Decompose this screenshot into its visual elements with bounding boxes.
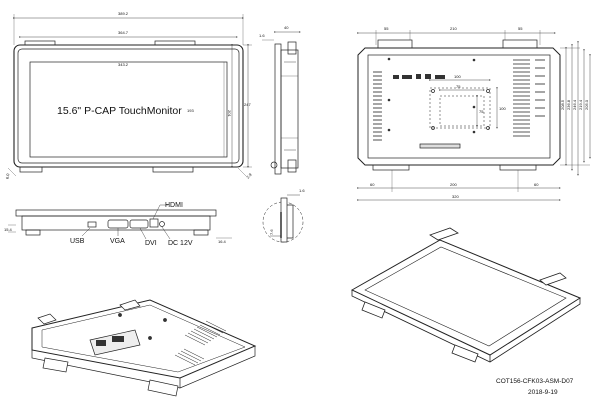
front-view bbox=[7, 14, 252, 177]
label-dc: DC 12V bbox=[168, 240, 193, 247]
label-usb: USB bbox=[70, 238, 85, 245]
dim-bezel-width: 364.7 bbox=[118, 30, 129, 35]
back-dim-top-mid: 210 bbox=[450, 26, 457, 31]
dim-active-width: 343.2 bbox=[118, 62, 129, 67]
isometric-front-view bbox=[350, 227, 582, 363]
label-dvi: DVI bbox=[145, 240, 157, 247]
dim-overall-width: 389.2 bbox=[118, 11, 129, 16]
drawing-code: COT156-CFK03-ASM-D07 bbox=[496, 378, 574, 385]
bottom-dim-left: 15.4 bbox=[4, 227, 13, 232]
back-dim-bottom-overall: 320 bbox=[452, 194, 459, 199]
back-vesa-h: 100 bbox=[454, 74, 461, 79]
back-dim-right-5: 205.0 bbox=[584, 99, 589, 110]
back-dim-bottom-left: 60 bbox=[370, 182, 375, 187]
back-vesa-v2: 100 bbox=[499, 106, 506, 111]
product-title: 15.6" P-CAP TouchMonitor bbox=[57, 105, 182, 117]
back-dim-right-2: 236.8 bbox=[566, 99, 571, 110]
back-dim-bottom-right: 60 bbox=[534, 182, 539, 187]
back-dim-right-1: 208.5 bbox=[560, 99, 565, 110]
back-vesa-h2: 75 bbox=[456, 84, 461, 89]
drawing-date: 2018-9-19 bbox=[528, 389, 558, 396]
side-dim-lip: 1.6 bbox=[259, 33, 265, 38]
label-vga: VGA bbox=[110, 238, 125, 245]
dim-corner-left: 6.0 bbox=[5, 172, 11, 179]
detail-dim-side: 7.6 bbox=[269, 229, 274, 235]
detail-view bbox=[262, 194, 304, 243]
back-dim-top-right: 55 bbox=[518, 26, 523, 31]
label-hdmi: HDMI bbox=[165, 202, 183, 209]
back-vesa-v: 75 bbox=[479, 109, 484, 114]
dim-corner-right: 2.9 bbox=[245, 172, 253, 180]
dim-height-overall: 247 bbox=[244, 102, 251, 107]
isometric-back-view bbox=[31, 299, 257, 397]
back-dim-right-4: 219.4 bbox=[578, 99, 583, 110]
dim-active-height: 193 bbox=[187, 108, 194, 113]
side-view bbox=[262, 31, 301, 175]
bottom-dim-right: 16.4 bbox=[218, 239, 227, 244]
back-dim-bottom-mid: 200 bbox=[450, 182, 457, 187]
back-dim-right-3: 246.4 bbox=[572, 99, 577, 110]
side-dim-depth: 40 bbox=[284, 25, 289, 30]
back-dim-top-left: 55 bbox=[384, 26, 389, 31]
bottom-view bbox=[8, 204, 232, 240]
detail-dim-top: 1.6 bbox=[299, 188, 305, 193]
back-view bbox=[357, 30, 591, 201]
dim-height-bezel: 201 bbox=[227, 110, 232, 117]
